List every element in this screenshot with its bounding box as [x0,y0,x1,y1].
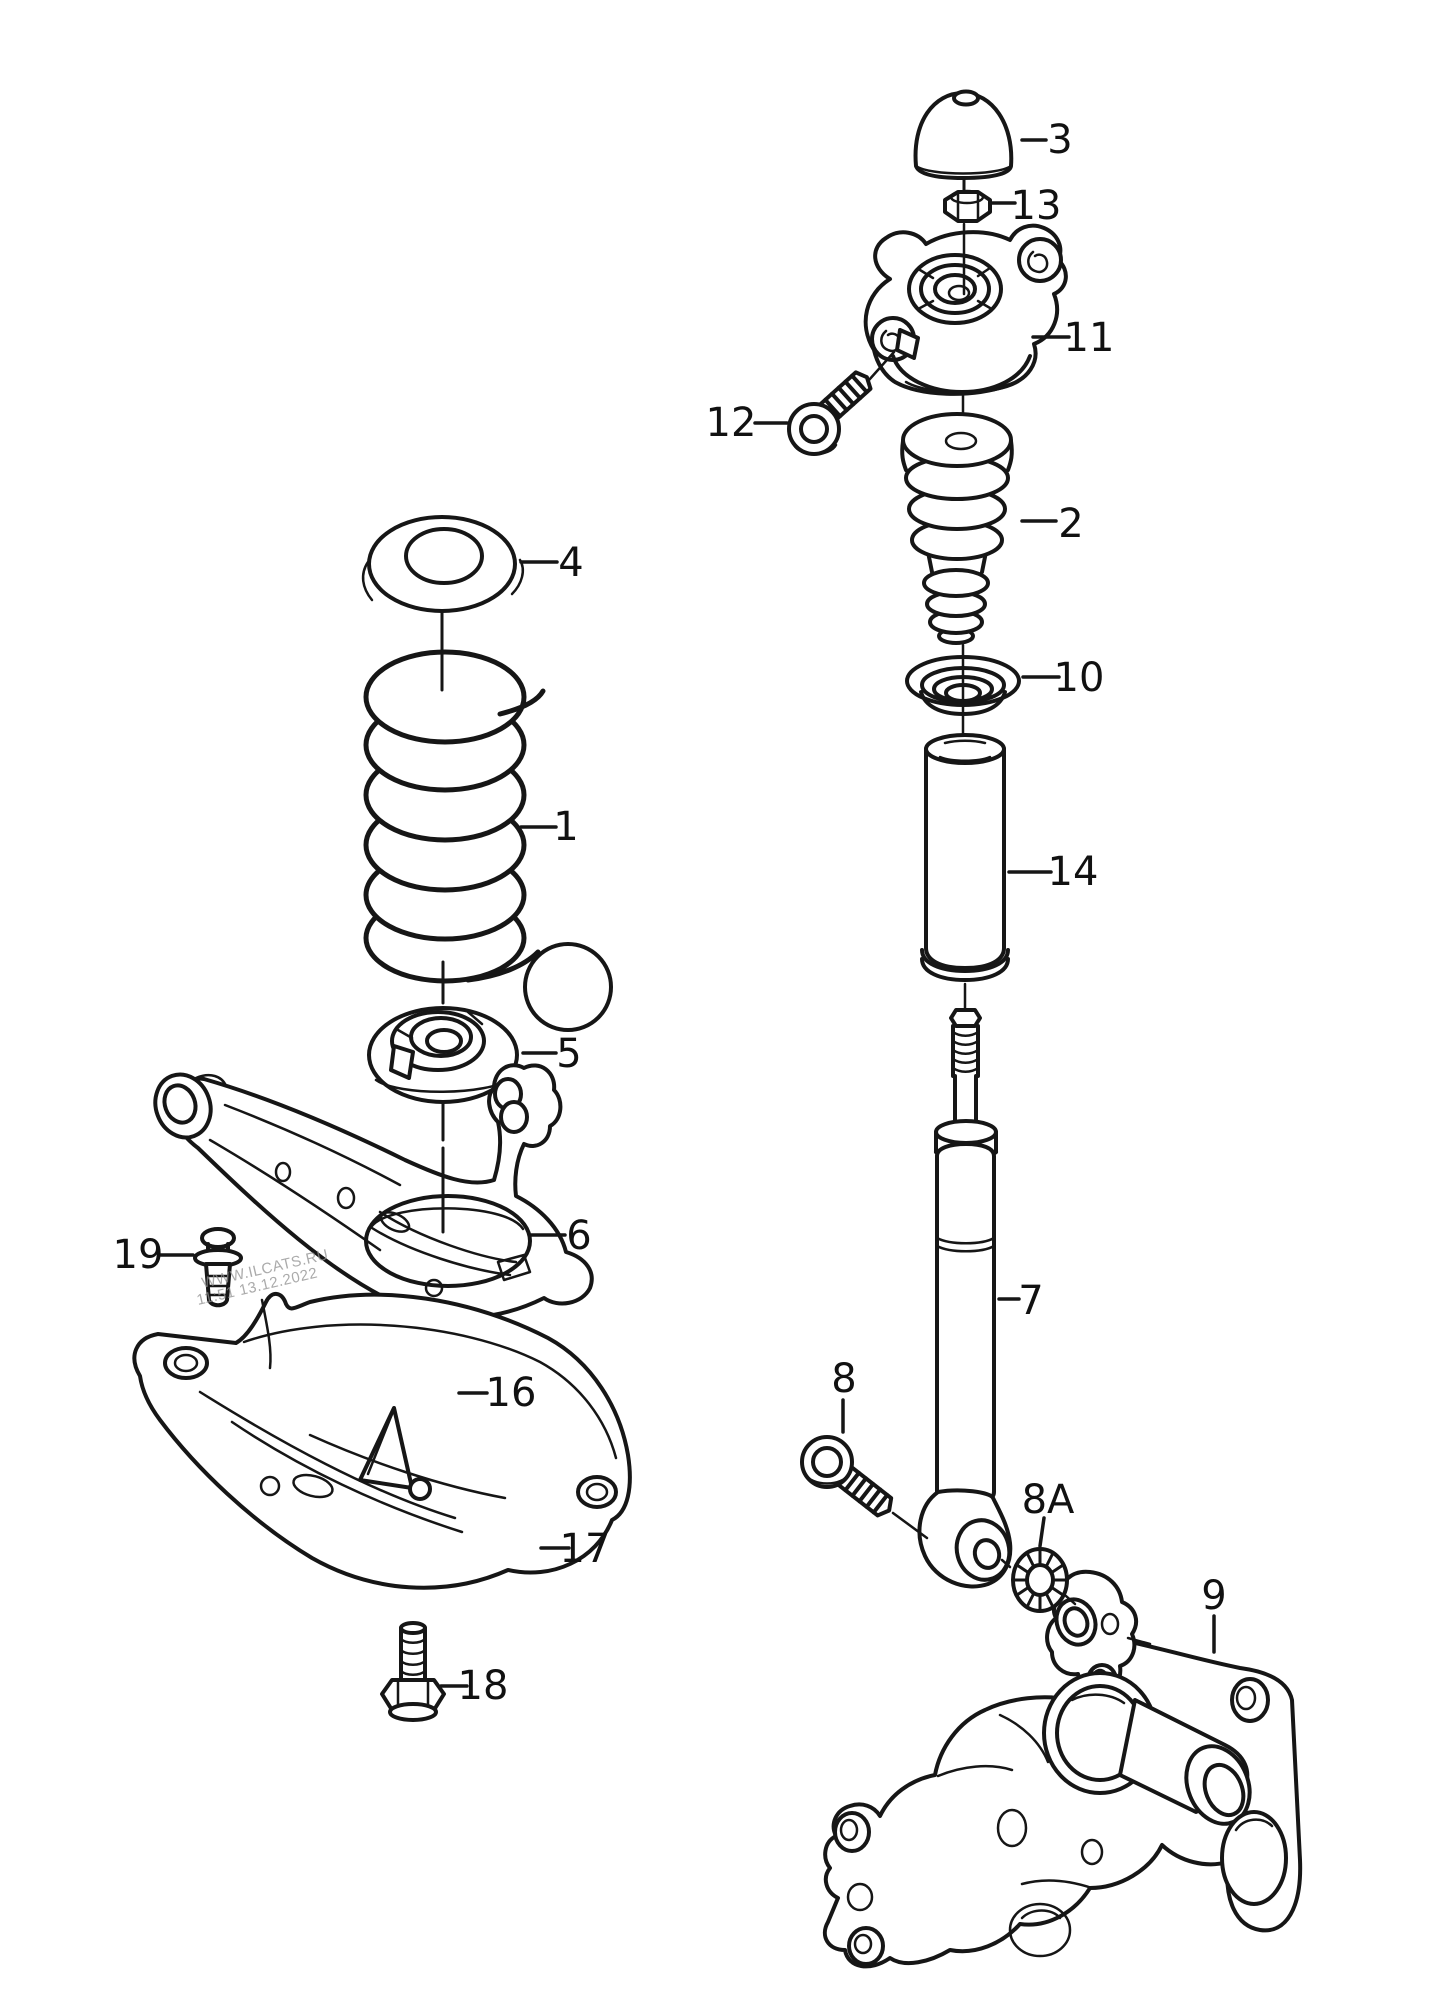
clip-drawing [193,1227,243,1308]
protective-cap-drawing [913,89,1014,180]
callout-6-label-lower-control-arm[interactable]: 6 [566,1213,591,1259]
callout-11-label-upper-strut-mount[interactable]: 11 [1064,315,1115,361]
serrated-washer-drawing [1000,1547,1077,1613]
shock-absorber-drawing [917,1008,1013,1589]
callout-18-label-cover-bolt[interactable]: 18 [458,1663,509,1709]
callout-13-label-nut[interactable]: 13 [1011,183,1062,229]
callout-19-label-clip[interactable]: 19 [113,1232,164,1278]
protective-tube-drawing [920,733,1010,982]
coil-spring-drawing [363,649,546,984]
cover-plate-drawing [132,1292,632,1590]
cover-bolt-drawing [380,1621,446,1722]
upper-spring-pad-drawing [361,515,524,613]
lower-control-arm-drawing [153,1063,594,1320]
callout-3-label-protective-cap[interactable]: 3 [1047,117,1072,163]
highlight-marker [523,942,613,1032]
callout-2-label-bump-stop[interactable]: 2 [1058,501,1083,547]
mount-bolt-drawing [787,350,896,456]
callout-14-label-protective-tube[interactable]: 14 [1048,849,1099,895]
callout-12-label-mount-bolt[interactable]: 12 [706,400,757,446]
callout-17-label-cover-plate[interactable]: 17 [560,1526,611,1572]
callout-1-label-coil-spring[interactable]: 1 [553,804,578,850]
bolt-drawing [800,1435,929,1540]
callout-7-label-shock-absorber[interactable]: 7 [1018,1278,1043,1324]
callout-8-label-bolt[interactable]: 8 [831,1356,856,1402]
upper-strut-mount-drawing [863,223,1068,396]
callout-5-label-lower-spring-seat[interactable]: 5 [556,1031,581,1077]
callout-10-label-spring-ring[interactable]: 10 [1054,655,1105,701]
callout-16-label-buffer-pin[interactable]: 16 [486,1370,537,1416]
callout-9-label-wheel-bearing-housing[interactable]: 9 [1201,1573,1226,1619]
callout-8A-leader-serrated-washer [1038,1516,1046,1548]
callout-4-label-upper-spring-pad[interactable]: 4 [558,540,583,586]
callout-8A-label-serrated-washer[interactable]: 8A [1022,1477,1075,1523]
nut-drawing [943,189,992,223]
bump-stop-drawing [900,412,1014,645]
wheel-bearing-housing-drawing [822,1569,1303,1969]
